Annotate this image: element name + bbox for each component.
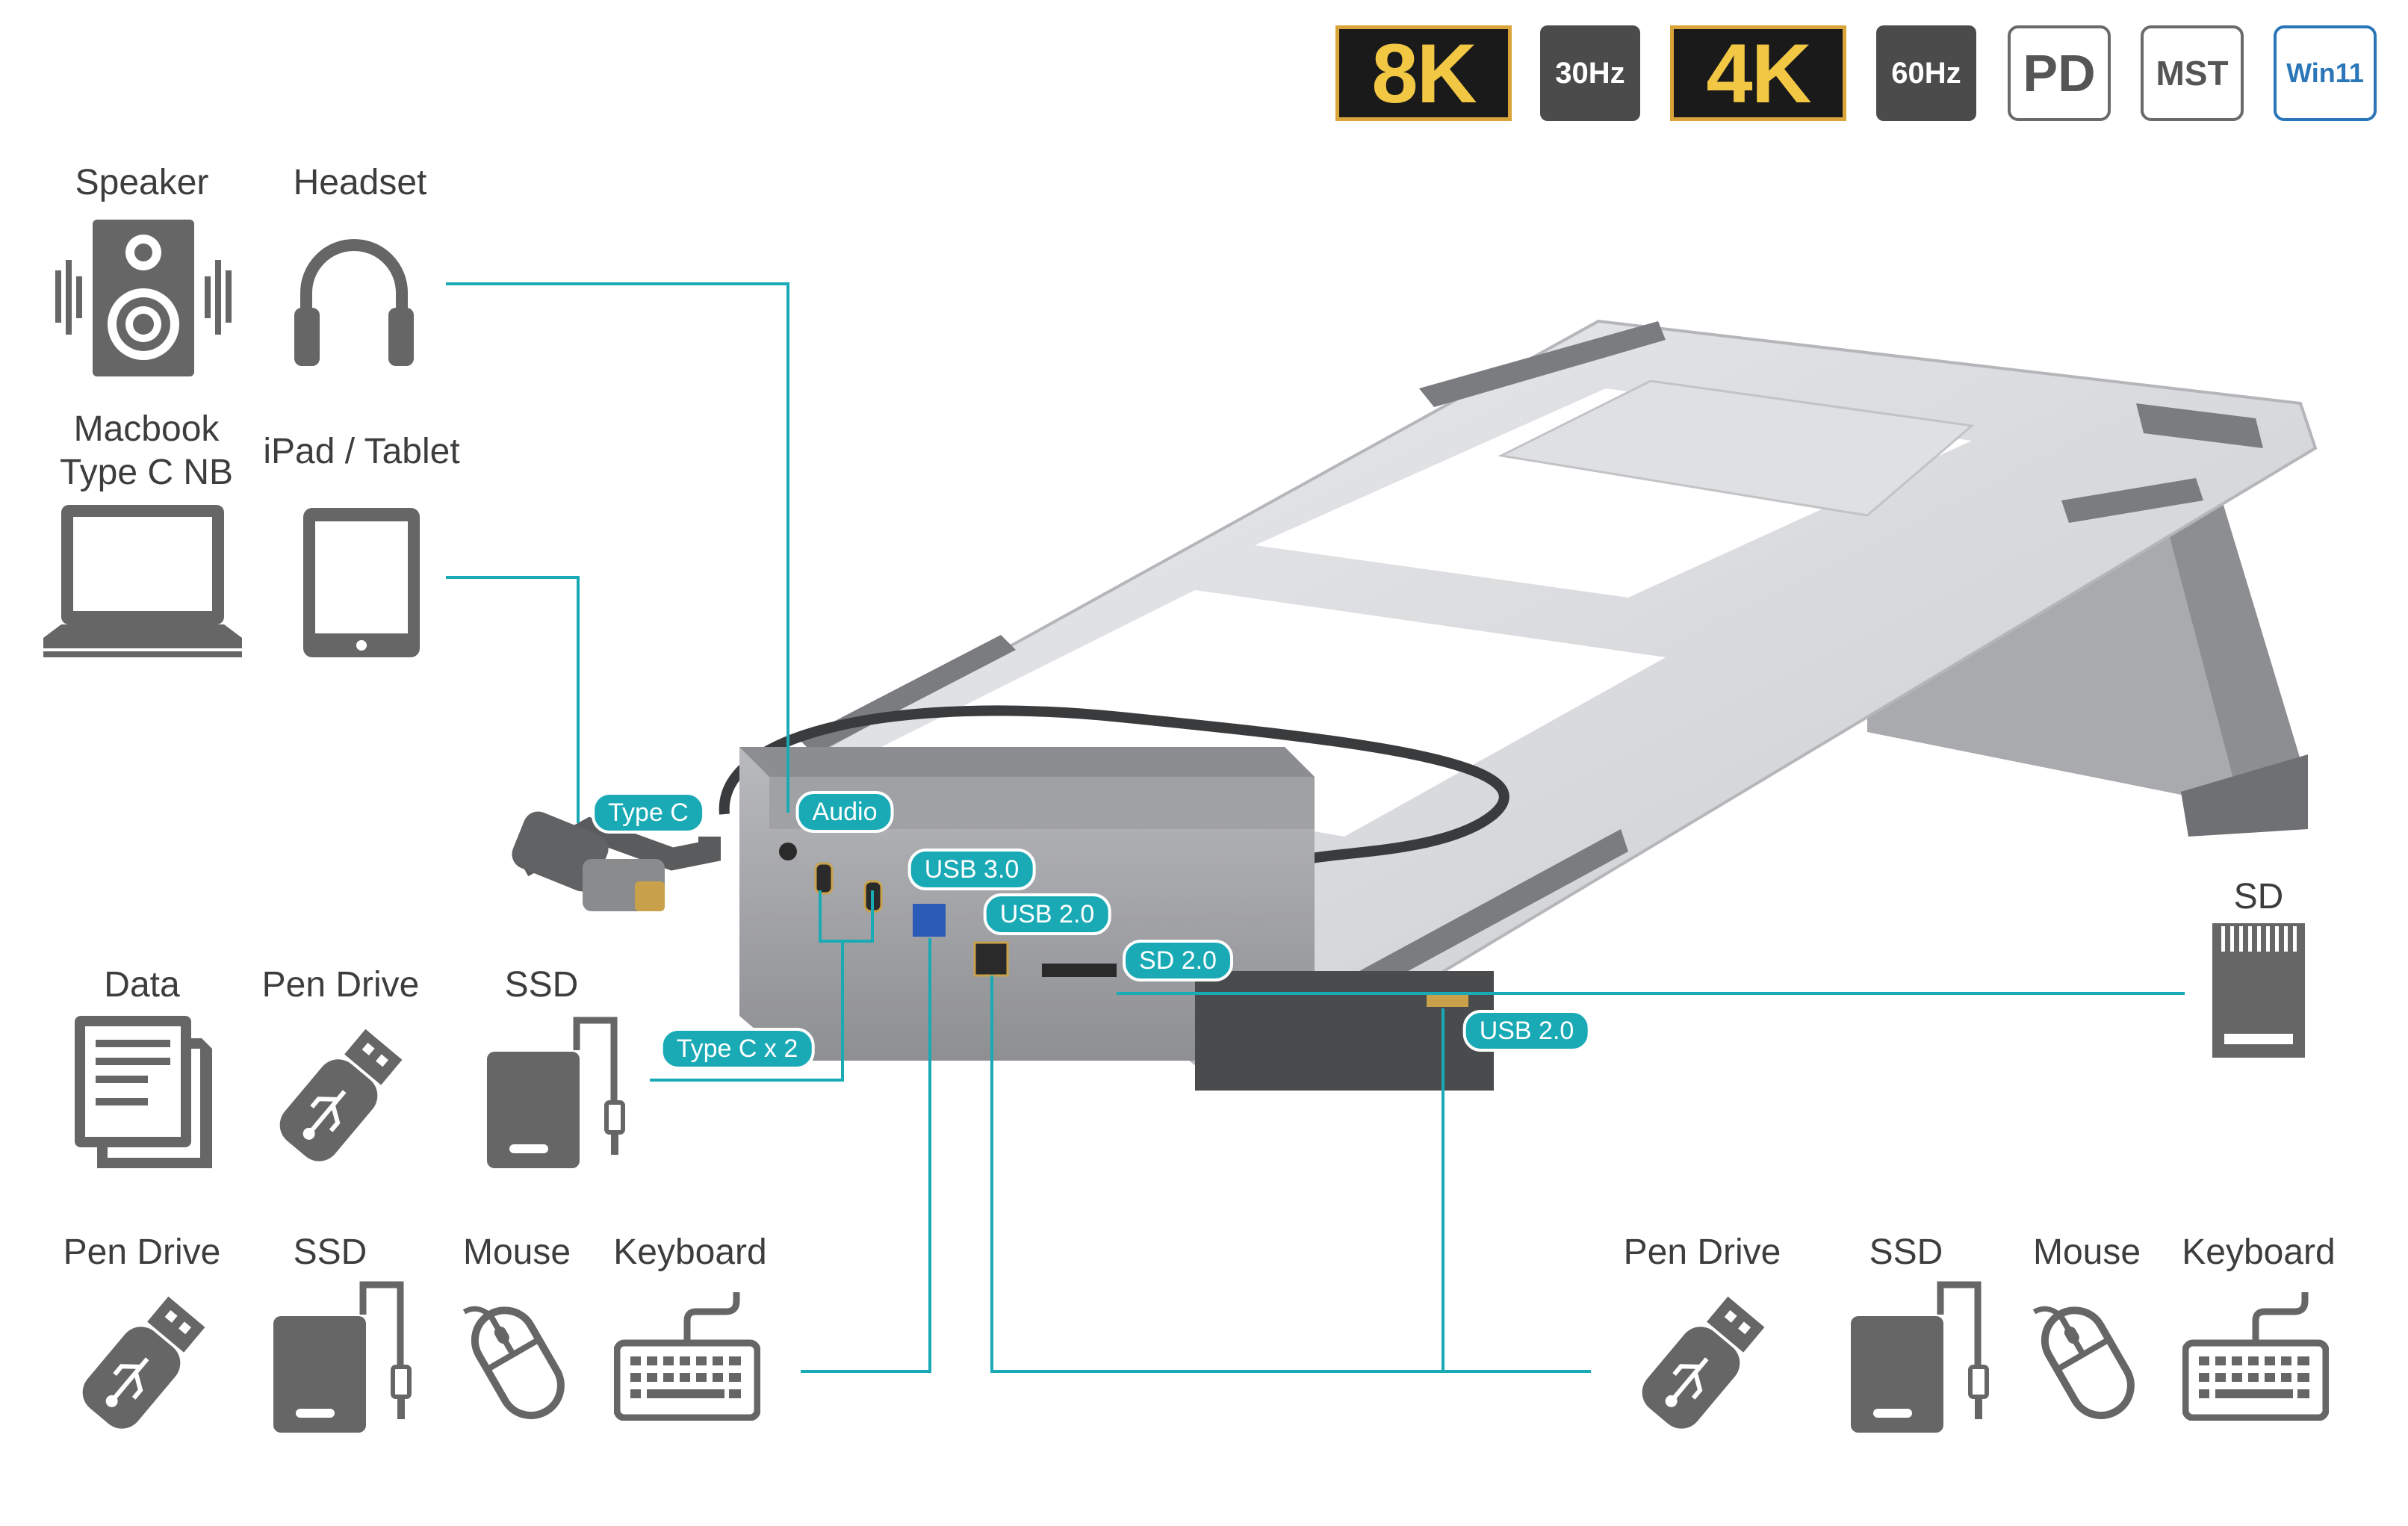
sd-card-icon <box>2212 923 2305 1058</box>
label-pen-drive-right: Pen Drive <box>1623 1232 1781 1272</box>
keyboard-icon <box>2182 1292 2329 1421</box>
keyboard-icon <box>614 1292 760 1421</box>
line-usb30-left <box>801 938 931 1373</box>
ssd-icon <box>273 1281 412 1433</box>
label-mouse-left: Mouse <box>462 1232 571 1272</box>
speaker-icon <box>55 220 232 376</box>
label-ipad: iPad / Tablet <box>263 432 460 471</box>
badge-30hz: 30Hz <box>1540 25 1640 121</box>
label-headset: Headset <box>293 163 427 202</box>
badge-mst: MST <box>2141 25 2244 121</box>
label-keyboard-left: Keyboard <box>613 1232 767 1272</box>
label-pen-drive-left: Pen Drive <box>63 1232 221 1272</box>
ssd-icon <box>487 1017 625 1168</box>
label-sd20: SD 2.0 <box>1123 940 1233 981</box>
documents-icon <box>75 1016 212 1168</box>
label-mouse-right: Mouse <box>2032 1232 2141 1272</box>
line-typec-pair <box>819 890 874 943</box>
label-usb20-b: USB 2.0 <box>1462 1010 1591 1052</box>
label-sd: SD <box>2233 877 2284 916</box>
label-audio: Audio <box>795 791 894 833</box>
label-usb20-a: USB 2.0 <box>983 893 1111 935</box>
label-ssd-right: SSD <box>1869 1232 1943 1272</box>
badge-win11: Win11 <box>2274 25 2377 121</box>
tablet-icon <box>303 508 420 657</box>
label-type-c-x2: Type C x 2 <box>660 1028 815 1070</box>
label-ssd-mid: SSD <box>504 965 579 1005</box>
line-usb20-right <box>990 976 1591 1373</box>
badge-8k: 8K <box>1335 25 1512 121</box>
usb-drive-icon <box>279 1029 403 1161</box>
mouse-icon <box>462 1306 565 1419</box>
label-speaker: Speaker <box>75 163 209 202</box>
line-typec-x2 <box>650 941 844 1082</box>
badge-4k: 4K <box>1670 25 1846 121</box>
usb-drive-icon <box>1642 1296 1765 1429</box>
line-tablet-typec <box>446 576 580 823</box>
label-macbook-line1: Macbook <box>73 409 220 449</box>
label-pen-drive-mid: Pen Drive <box>261 965 420 1005</box>
label-macbook-line2: Type C NB <box>59 453 234 492</box>
badge-60hz: 60Hz <box>1876 25 1976 121</box>
line-headset-audio <box>446 282 789 813</box>
headset-icon <box>294 239 414 366</box>
mouse-icon <box>2032 1306 2135 1419</box>
usb-drive-icon <box>82 1296 205 1429</box>
label-keyboard-right: Keyboard <box>2182 1232 2336 1272</box>
label-ssd-left: SSD <box>293 1232 367 1272</box>
laptop-icon <box>43 505 242 657</box>
ssd-icon <box>1851 1281 1989 1433</box>
label-usb30: USB 3.0 <box>907 849 1036 890</box>
label-type-c: Type C <box>592 792 705 834</box>
badge-pd: PD <box>2008 25 2111 121</box>
label-data: Data <box>104 965 180 1005</box>
